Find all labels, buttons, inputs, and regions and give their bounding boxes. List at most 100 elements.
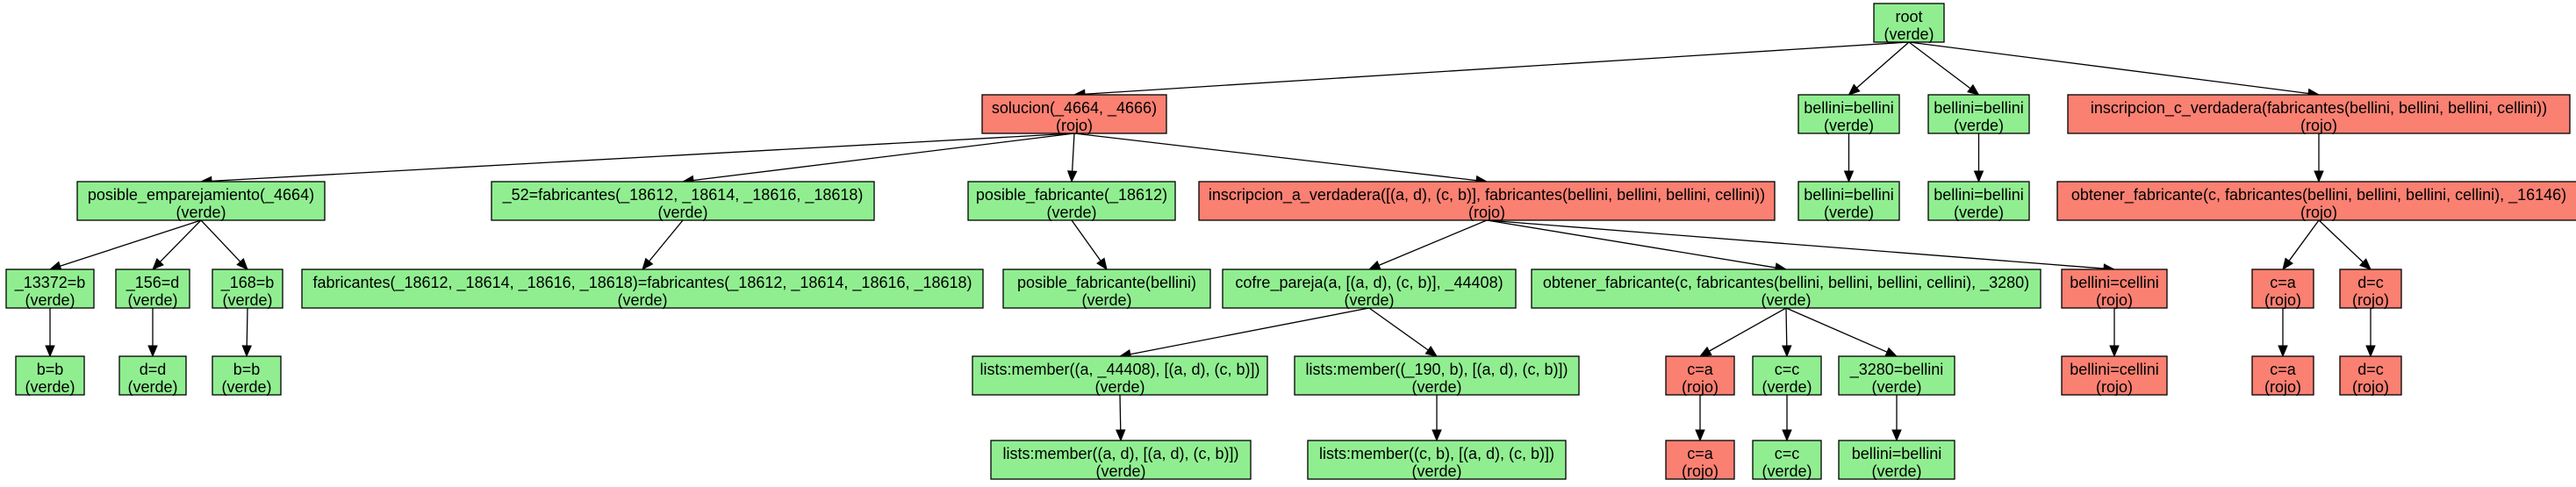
node-label: b=b bbox=[37, 361, 64, 378]
edge-line bbox=[1072, 132, 1075, 172]
node-cc1c: c=c(verde) bbox=[1752, 440, 1822, 480]
node-status: (verde) bbox=[1094, 378, 1144, 396]
node-cofre: cofre_pareja(a, [(a, d), (c, b)], _44408… bbox=[1222, 269, 1517, 309]
node-status: (rojo) bbox=[2096, 291, 2133, 309]
edge-solucion-n52 bbox=[681, 132, 1075, 186]
node-n3280: _3280=bellini(verde) bbox=[1838, 355, 1955, 396]
node-ca2c: c=a(rojo) bbox=[2251, 355, 2314, 396]
node-cc1: c=c(verde) bbox=[1752, 355, 1822, 396]
edge-insc_a-bc bbox=[1486, 219, 2116, 274]
edge-arrowhead bbox=[1782, 345, 1792, 358]
node-box bbox=[1838, 440, 1955, 480]
edge-arrowhead bbox=[642, 257, 654, 271]
node-status: (rojo) bbox=[1056, 117, 1093, 134]
node-n13372: _13372=b(verde) bbox=[5, 269, 95, 309]
edge-line bbox=[60, 219, 202, 267]
node-status: (verde) bbox=[1046, 204, 1096, 221]
node-box bbox=[1665, 355, 1735, 396]
edge-arrowhead bbox=[1967, 83, 1980, 96]
node-label: bellini=bellini bbox=[1852, 445, 1942, 462]
node-box bbox=[115, 269, 190, 309]
node-dd: d=d(verde) bbox=[118, 355, 187, 396]
node-label: _13372=b bbox=[14, 274, 86, 292]
node-label: c=a bbox=[1687, 361, 1714, 378]
edge-cc1-cc1c bbox=[1782, 395, 1792, 442]
node-insc_a: inscripcion_a_verdadera([(a, d), (c, b)]… bbox=[1198, 181, 1776, 221]
edge-line bbox=[2318, 219, 2364, 263]
node-box bbox=[990, 440, 1252, 480]
node-label: c=c bbox=[1775, 361, 1800, 378]
edge-bellini2-bellini2c bbox=[1973, 133, 1984, 183]
edge-solucion-insc_a bbox=[1073, 132, 1489, 186]
node-box bbox=[15, 355, 85, 396]
node-status: (verde) bbox=[1871, 462, 1921, 480]
node-box bbox=[2061, 355, 2168, 396]
node-box bbox=[76, 181, 326, 221]
node-status: (rojo) bbox=[1468, 204, 1505, 221]
edge-arrowhead bbox=[241, 345, 252, 358]
node-box bbox=[967, 181, 1176, 221]
edge-root-bellini2 bbox=[1908, 41, 1980, 96]
node-ca1c: c=a(rojo) bbox=[1665, 440, 1735, 480]
edge-line bbox=[1908, 41, 1971, 90]
edge-line bbox=[1073, 132, 1477, 182]
node-status: (verde) bbox=[127, 291, 177, 309]
node-box bbox=[972, 355, 1268, 396]
node-box bbox=[1838, 355, 1955, 396]
edge-line bbox=[200, 219, 241, 262]
node-box bbox=[301, 269, 984, 309]
edge-n52-fabeq bbox=[642, 219, 684, 271]
edge-insc_c-obt2 bbox=[2314, 133, 2324, 183]
node-box bbox=[118, 355, 187, 396]
node-posemp: posible_emparejamiento(_4664)(verde) bbox=[76, 181, 326, 221]
node-bcc: bellini=cellini(rojo) bbox=[2061, 355, 2168, 396]
node-label: d=c bbox=[2357, 274, 2384, 291]
node-box bbox=[1294, 355, 1580, 396]
node-box bbox=[2251, 269, 2314, 309]
node-obt1: obtener_fabricante(c, fabricantes(bellin… bbox=[1531, 269, 2041, 309]
node-box bbox=[1873, 3, 1945, 43]
node-label: d=d bbox=[140, 361, 167, 378]
node-label: solucion(_4664, _4666) bbox=[992, 99, 1157, 118]
edge-obt1-n3280 bbox=[1785, 307, 1898, 357]
node-label: _52=fabricantes(_18612, _18614, _18616, … bbox=[502, 186, 864, 204]
node-box bbox=[491, 181, 875, 221]
node-obt2: obtener_fabricante(c, fabricantes(bellin… bbox=[2056, 181, 2576, 221]
edge-line bbox=[1486, 219, 2105, 269]
node-label: lists:member((a, d), [(a, d), (c, b)]) bbox=[1002, 445, 1238, 462]
edge-line bbox=[692, 132, 1075, 182]
edge-arrowhead bbox=[1891, 429, 1902, 442]
edge-arrowhead bbox=[152, 258, 164, 270]
node-status: (verde) bbox=[1762, 462, 1812, 480]
edge-obt2-dc2 bbox=[2318, 219, 2371, 270]
node-label: _3280=bellini bbox=[1849, 361, 1944, 379]
node-status: (verde) bbox=[127, 378, 177, 396]
node-status: (rojo) bbox=[2300, 117, 2337, 134]
edge-arrowhead bbox=[1066, 170, 1078, 183]
node-box bbox=[212, 355, 282, 396]
edge-n3280-n3280c bbox=[1891, 395, 1902, 442]
node-status: (verde) bbox=[1411, 378, 1461, 396]
edge-posemp-n168 bbox=[200, 219, 248, 270]
node-lm1: lists:member((a, _44408), [(a, d), (c, b… bbox=[972, 355, 1268, 396]
edge-arrowhead bbox=[2358, 258, 2371, 270]
node-n168: _168=b(verde) bbox=[212, 269, 283, 309]
node-box bbox=[1752, 440, 1822, 480]
edge-line bbox=[1119, 394, 1122, 431]
edge-arrowhead bbox=[1096, 257, 1108, 271]
edge-obt2-ca2 bbox=[2282, 219, 2320, 271]
edge-arrowhead bbox=[147, 345, 158, 358]
node-bellini2: bellini=bellini(verde) bbox=[1927, 94, 2030, 134]
edge-arrowhead bbox=[2109, 345, 2120, 358]
node-label: posible_emparejamiento(_4664) bbox=[88, 186, 314, 204]
node-box bbox=[212, 269, 283, 309]
edge-root-solucion bbox=[1073, 41, 1910, 99]
edge-solucion-posfab bbox=[1066, 132, 1078, 183]
edge-n168-bb2 bbox=[241, 307, 252, 358]
edge-insc_a-cofre bbox=[1367, 219, 1488, 270]
edge-line bbox=[1908, 41, 2309, 95]
node-lm1c: lists:member((a, d), [(a, d), (c, b)])(v… bbox=[990, 440, 1252, 480]
edge-dc2-dc2c bbox=[2365, 308, 2376, 358]
node-box bbox=[1002, 269, 1211, 309]
